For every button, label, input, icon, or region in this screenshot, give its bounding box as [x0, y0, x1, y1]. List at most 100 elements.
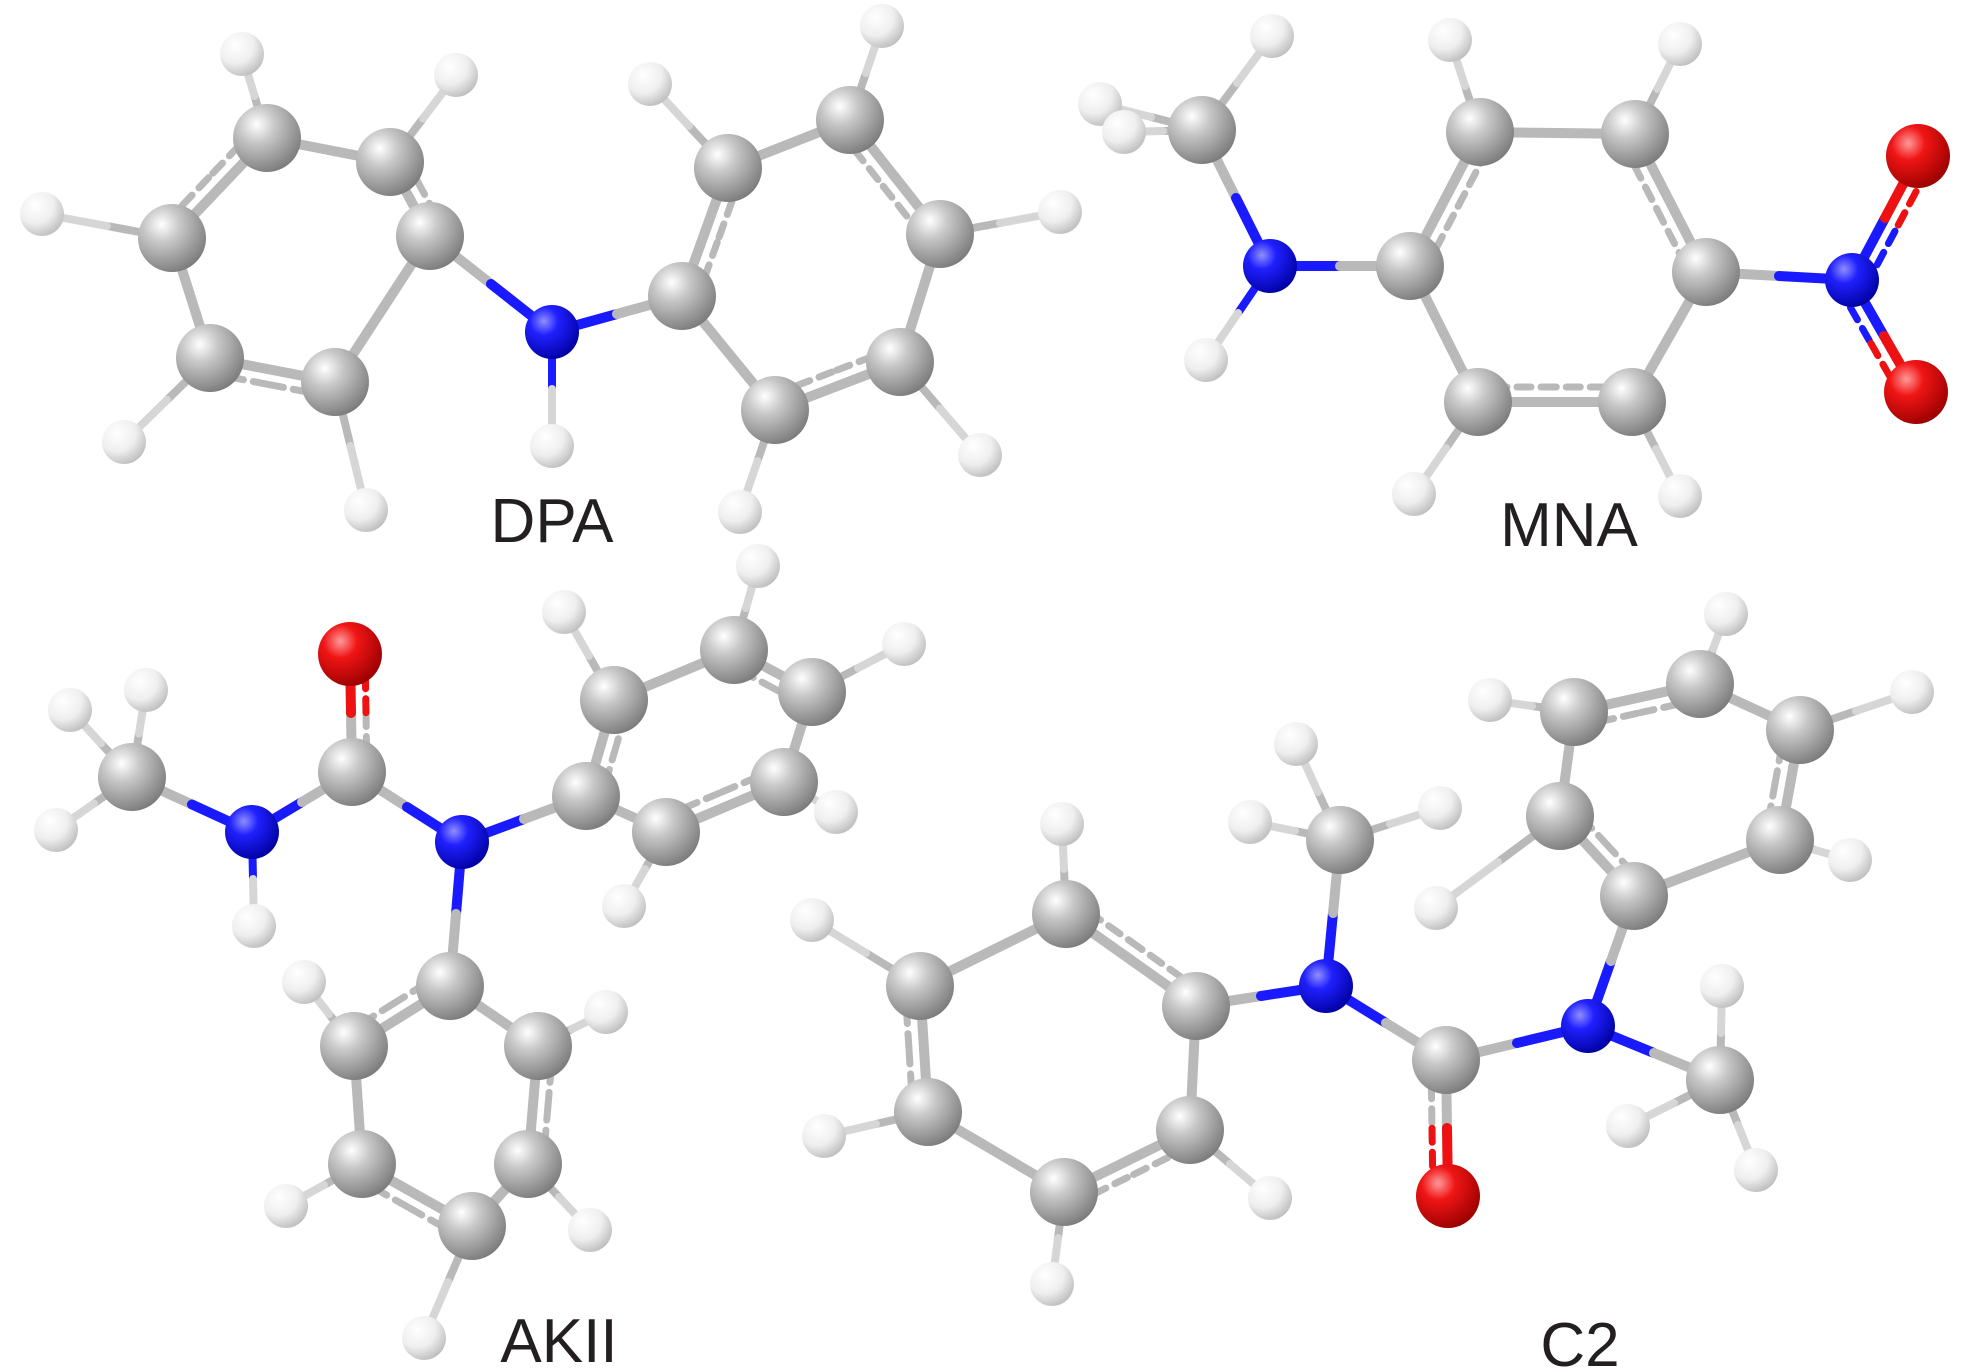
carbon-atom [648, 262, 716, 330]
carbon-atom [1666, 650, 1734, 718]
hydrogen-atom [1658, 22, 1702, 66]
oxygen-atom [1416, 1164, 1480, 1228]
hydrogen-atom [958, 433, 1002, 477]
hydrogen-atom [102, 420, 146, 464]
hydrogen-atom [1102, 110, 1146, 154]
carbon-atom [1162, 972, 1230, 1040]
carbon-atom [700, 616, 768, 684]
carbon-atom [318, 738, 386, 806]
hydrogen-atom [882, 622, 926, 666]
oxygen-atom [1884, 360, 1948, 424]
carbon-atom [98, 743, 166, 811]
double-bond [1653, 206, 1684, 258]
hydrogen-atom [1468, 678, 1512, 722]
hydrogen-atom [602, 884, 646, 928]
carbon-atom [1686, 1046, 1754, 1114]
molecule-dpa [20, 4, 1082, 534]
carbon-atom [1540, 678, 1608, 746]
double-bond [850, 146, 887, 190]
carbon-atom [1598, 368, 1666, 436]
double-bond [1867, 339, 1895, 383]
carbon-atom [1306, 806, 1374, 874]
carbon-atom [1444, 368, 1512, 436]
carbon-atom [632, 798, 700, 866]
hydrogen-atom [1414, 886, 1458, 930]
double-bond [700, 233, 723, 282]
carbon-atom [1526, 782, 1594, 850]
label-akii: AKII [500, 1307, 617, 1370]
carbon-atom [1746, 806, 1814, 874]
carbon-atom [1030, 1158, 1098, 1226]
double-bond [1894, 181, 1923, 229]
molecule-mna [1078, 14, 1950, 518]
carbon-atom [233, 104, 301, 172]
nitrogen-atom [1243, 239, 1297, 293]
double-bond [1136, 944, 1185, 981]
carbon-atom [438, 1192, 506, 1260]
carbon-atom [1156, 1096, 1224, 1164]
carbon-atom [176, 324, 244, 392]
carbon-atom [1600, 862, 1668, 930]
carbon-atom [1672, 238, 1740, 306]
double-bond [1454, 159, 1485, 210]
carbon-atom [1766, 696, 1834, 764]
carbon-atom [816, 86, 884, 154]
hydrogen-atom [542, 590, 586, 634]
hydrogen-atom [264, 1184, 308, 1228]
carbon-atom [301, 348, 369, 416]
hydrogen-atom [736, 544, 780, 588]
carbon-atom [1601, 100, 1669, 168]
molecule-c2 [790, 592, 1934, 1306]
hydrogen-atom [1700, 964, 1744, 1008]
double-bond [788, 368, 836, 391]
double-bond [1130, 1151, 1178, 1178]
carbon-atom [504, 1012, 572, 1080]
carbon-atom [320, 1012, 388, 1080]
oxygen-atom [318, 622, 382, 686]
carbon-atom [741, 376, 809, 444]
nitrogen-atom [1561, 999, 1615, 1053]
hydrogen-atom [344, 488, 388, 532]
double-bond [1630, 162, 1661, 214]
hydrogen-atom [1734, 1148, 1778, 1192]
hydrogen-atom [860, 4, 904, 48]
double-bond [828, 353, 876, 376]
hydrogen-atom [1606, 1104, 1650, 1148]
label-mna: MNA [1500, 491, 1638, 560]
hydrogen-atom [282, 960, 326, 1004]
hydrogen-atom [48, 688, 92, 732]
double-bond [1094, 914, 1144, 952]
carbon-atom [1168, 96, 1236, 164]
hydrogen-atom [402, 1316, 446, 1360]
carbon-atom [1446, 98, 1514, 166]
hydrogen-atom [1030, 1262, 1074, 1306]
label-dpa: DPA [491, 487, 615, 556]
carbon-atom [1032, 880, 1100, 948]
hydrogen-atom [530, 424, 574, 468]
carbon-atom [494, 1130, 562, 1198]
double-bond [1427, 1081, 1436, 1132]
carbon-atom [328, 1130, 396, 1198]
double-bond [205, 142, 243, 182]
carbon-atom [356, 128, 424, 196]
hydrogen-atom [1828, 838, 1872, 882]
hydrogen-atom [802, 1114, 846, 1158]
hydrogen-atom [232, 904, 276, 948]
hydrogen-atom [1040, 802, 1084, 846]
hydrogen-atom [1184, 338, 1228, 382]
nitrogen-atom [435, 815, 489, 869]
double-bond [1846, 304, 1875, 347]
hydrogen-atom [814, 790, 858, 834]
double-bond [879, 182, 916, 227]
hydrogen-atom [790, 898, 834, 942]
carbon-atom [886, 952, 954, 1020]
label-c2: C2 [1540, 1311, 1619, 1370]
hydrogen-atom [1428, 18, 1472, 62]
nitrogen-atom [225, 805, 279, 859]
double-bond [1873, 221, 1902, 269]
nitrogen-atom [525, 305, 579, 359]
hydrogen-atom [434, 53, 478, 97]
carbon-atom [694, 134, 762, 202]
hydrogen-atom [1228, 800, 1272, 844]
